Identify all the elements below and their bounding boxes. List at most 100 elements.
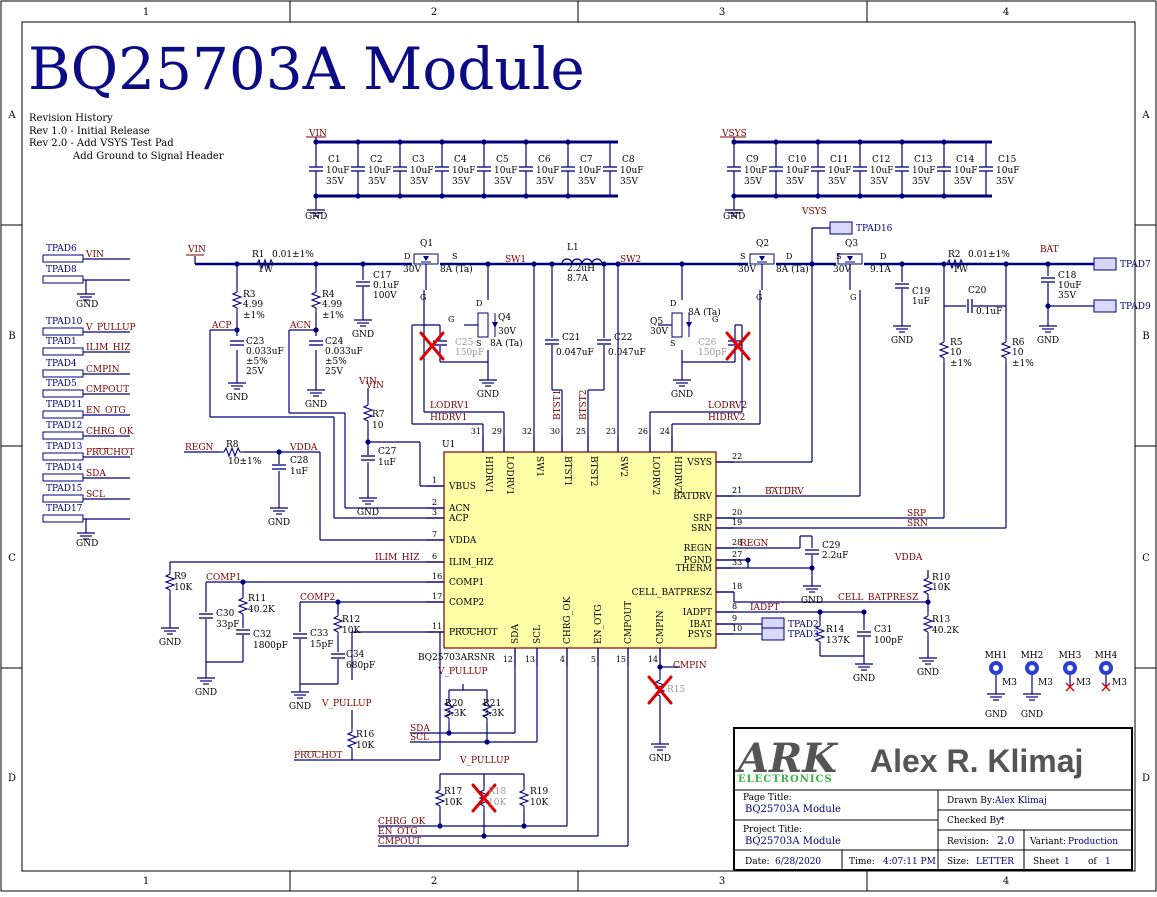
ground-symbol <box>1038 317 1058 333</box>
component-text: C25 <box>455 338 474 348</box>
junction-dot <box>925 599 931 605</box>
ic-pin-name: PGND <box>684 556 712 566</box>
net-label-vin: VIN <box>308 129 327 139</box>
ic-pin-name: SW2 <box>618 456 628 477</box>
capacitor-ref: C3 <box>412 155 425 165</box>
ic-pin-number: 10 <box>732 624 742 633</box>
mounting-hole-size: M3 <box>1002 678 1017 688</box>
capacitor-voltage: 35V <box>452 177 470 187</box>
component-text: C21 <box>562 333 580 343</box>
ic-pin-name: SW1 <box>534 456 544 477</box>
component-text: C22 <box>614 333 632 343</box>
component-text: G <box>420 293 426 302</box>
junction-dot <box>437 823 443 829</box>
gnd-label: GND <box>853 674 875 684</box>
ic-pin-number: 16 <box>432 572 442 581</box>
test-pad <box>42 347 84 356</box>
gnd-label: GND <box>801 596 823 606</box>
component-text: 4.99 <box>243 300 263 310</box>
net-label-ilim_hiz: ILIM_HIZ <box>375 553 419 563</box>
ic-pin-name: CHRG_OK <box>563 596 573 644</box>
mosfet-symbol <box>837 253 863 290</box>
ic-ref: U1 <box>442 440 455 450</box>
mounting-hole-ref: MH1 <box>985 651 1008 661</box>
component-text: C28 <box>290 456 309 466</box>
test-pad <box>42 410 84 419</box>
gnd-label: GND <box>723 212 745 222</box>
time-label: Time: <box>849 857 875 867</box>
ic-pin-number: 29 <box>492 427 502 436</box>
net-label-vin: VIN <box>365 381 384 391</box>
junction-dot <box>549 261 555 267</box>
ground-symbol <box>986 685 1006 701</box>
test-pad-label: TPAD7 <box>1120 260 1151 270</box>
capacitor-voltage: 35V <box>744 177 762 187</box>
resistor-symbol <box>519 785 529 811</box>
capacitor-voltage: 35V <box>786 177 804 187</box>
net-label-lodrv2: LODRV2 <box>708 401 747 411</box>
test-pad <box>42 254 84 263</box>
test-pad-ref: TPAD8 <box>46 265 77 275</box>
capacitor-symbol <box>726 166 742 172</box>
gnd-label: GND <box>305 400 327 410</box>
component-text: C30 <box>216 609 235 619</box>
component-text: R8 <box>226 440 239 450</box>
capacitor-value: 10uF <box>996 166 1020 176</box>
gnd-label: GND <box>1037 336 1059 346</box>
gnd-label: GND <box>289 702 311 712</box>
variant-value: Production <box>1068 837 1118 847</box>
junction-dot <box>313 139 319 145</box>
net-label-hidrv2: HIDRV2 <box>708 413 745 423</box>
net-label-scl: SCL <box>410 733 429 743</box>
ic-pin-name: BTST2 <box>588 456 598 487</box>
component-text: 33pF <box>216 620 239 630</box>
component-text: R19 <box>530 787 549 797</box>
ground-symbol <box>306 381 326 397</box>
test-pad-label: TPAD16 <box>856 224 893 234</box>
of-label: of <box>1088 857 1097 867</box>
test-pad-ref: TPAD14 <box>46 463 83 473</box>
net-label-cell_batpresz: CELL_BATPRESZ <box>838 593 918 603</box>
component-text: 40.2K <box>932 626 959 636</box>
ic-pin-name: LODRV2 <box>650 456 660 495</box>
capacitor-voltage: 35V <box>326 177 344 187</box>
capacitor-symbol <box>560 166 576 172</box>
junction-dot <box>234 327 240 333</box>
ic-pin-name: BTST1 <box>562 456 572 487</box>
component-text: C32 <box>253 630 271 640</box>
component-text: 10K <box>342 626 360 636</box>
component-text: G <box>850 293 856 302</box>
junction-dot <box>446 730 452 736</box>
test-pad <box>42 275 84 284</box>
mounting-hole-ref: MH2 <box>1021 651 1044 661</box>
junction-dot <box>899 139 905 145</box>
net-label-vin: VIN <box>358 377 377 387</box>
net-label: CMPOUT <box>86 385 129 395</box>
test-pad <box>761 627 785 641</box>
row-label: C <box>1142 553 1150 564</box>
test-pad-ref: TPAD5 <box>46 379 77 389</box>
component-text: 40.2K <box>248 605 275 615</box>
junction-dot <box>1045 261 1051 267</box>
logo-sub: ELECTRONICS <box>738 774 833 785</box>
test-pad <box>42 494 84 503</box>
gnd-label: GND <box>357 508 379 518</box>
test-pad-ref: TPAD10 <box>46 317 83 327</box>
resistor-symbol <box>363 400 373 426</box>
capacitor-symbol <box>308 340 324 346</box>
junction-dot <box>360 261 366 267</box>
net-label-sw1: SW1 <box>505 255 526 265</box>
component-text: Q5 <box>650 317 663 327</box>
ic-pin-number: 9 <box>732 614 737 623</box>
capacitor-voltage: 35V <box>996 177 1014 187</box>
gnd-label: GND <box>1021 710 1043 720</box>
gnd-label: GND <box>76 539 98 549</box>
component-text: G <box>756 293 762 302</box>
net-label-acn: ACN <box>289 321 311 331</box>
mosfet-symbol <box>464 312 498 338</box>
ic-pin-number: 30 <box>550 427 560 436</box>
mosfet-symbol <box>413 253 439 290</box>
test-pad-ref: TPAD15 <box>46 484 83 494</box>
component-text: ±1% <box>243 311 265 321</box>
component-text: Q2 <box>756 239 769 249</box>
